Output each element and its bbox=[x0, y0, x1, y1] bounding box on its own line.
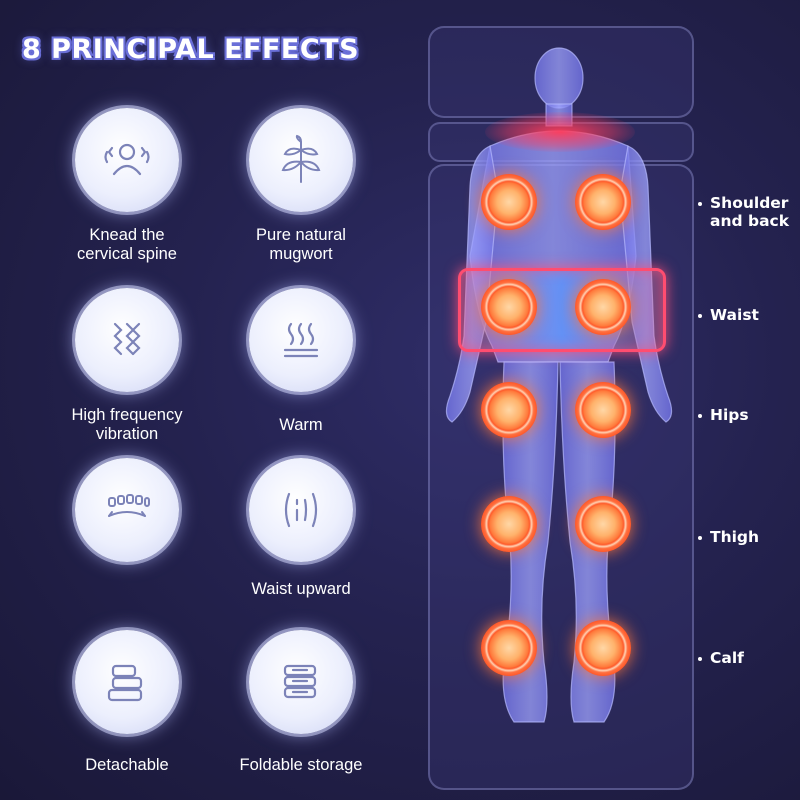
effect-knead-cervical: Knead the cervical spine bbox=[42, 108, 212, 264]
waist-lift-icon bbox=[249, 458, 353, 562]
vibration-icon bbox=[75, 288, 179, 392]
zone-label-hips: Hips bbox=[698, 406, 749, 424]
effect-mugwort: Pure natural mugwort bbox=[216, 108, 386, 264]
effect-label: Warm bbox=[279, 416, 323, 434]
page-title: 8 PRINCIPAL EFFECTS bbox=[22, 34, 360, 65]
neck-heat-zone bbox=[485, 112, 635, 152]
heat-node-hips-left bbox=[481, 382, 537, 438]
detachable-pad-icon bbox=[75, 630, 179, 734]
effect-label: Foldable storage bbox=[239, 756, 363, 774]
zone-label-shoulder-back: Shoulder and back bbox=[697, 194, 790, 230]
zone-label-calf: Calf bbox=[698, 649, 744, 667]
effect-label: Waist upward bbox=[251, 580, 351, 598]
effect-label: Detachable bbox=[85, 756, 169, 774]
heat-node-thigh-left bbox=[481, 496, 537, 552]
zone-label-thigh: Thigh bbox=[697, 528, 760, 546]
effect-vibration: High frequency vibration bbox=[42, 288, 212, 444]
heat-node-shoulder-left bbox=[481, 174, 537, 230]
person-knead-icon bbox=[75, 108, 179, 212]
heat-node-waist-left bbox=[481, 279, 537, 335]
heat-node-shoulder-right bbox=[575, 174, 631, 230]
heat-waves-icon bbox=[249, 288, 353, 392]
heat-node-thigh-right bbox=[575, 496, 631, 552]
heat-node-hips-right bbox=[575, 382, 631, 438]
heat-node-waist-right bbox=[575, 279, 631, 335]
heat-node-calf-right bbox=[575, 620, 631, 676]
folded-stack-icon bbox=[249, 630, 353, 734]
effect-spine-stretch bbox=[42, 458, 212, 576]
heat-node-calf-left bbox=[481, 620, 537, 676]
effect-label: Knead the cervical spine bbox=[77, 226, 177, 263]
spine-stretch-icon bbox=[75, 458, 179, 562]
effect-warm: Warm bbox=[216, 288, 386, 435]
mugwort-leaf-icon bbox=[249, 108, 353, 212]
effect-label: Pure natural mugwort bbox=[256, 226, 346, 263]
effect-label: High frequency vibration bbox=[71, 406, 183, 443]
zone-label-waist: Waist bbox=[698, 306, 759, 324]
effect-foldable-storage: Foldable storage bbox=[216, 630, 386, 775]
effect-waist-upward: Waist upward bbox=[216, 458, 386, 599]
effect-detachable: Detachable bbox=[42, 630, 212, 775]
